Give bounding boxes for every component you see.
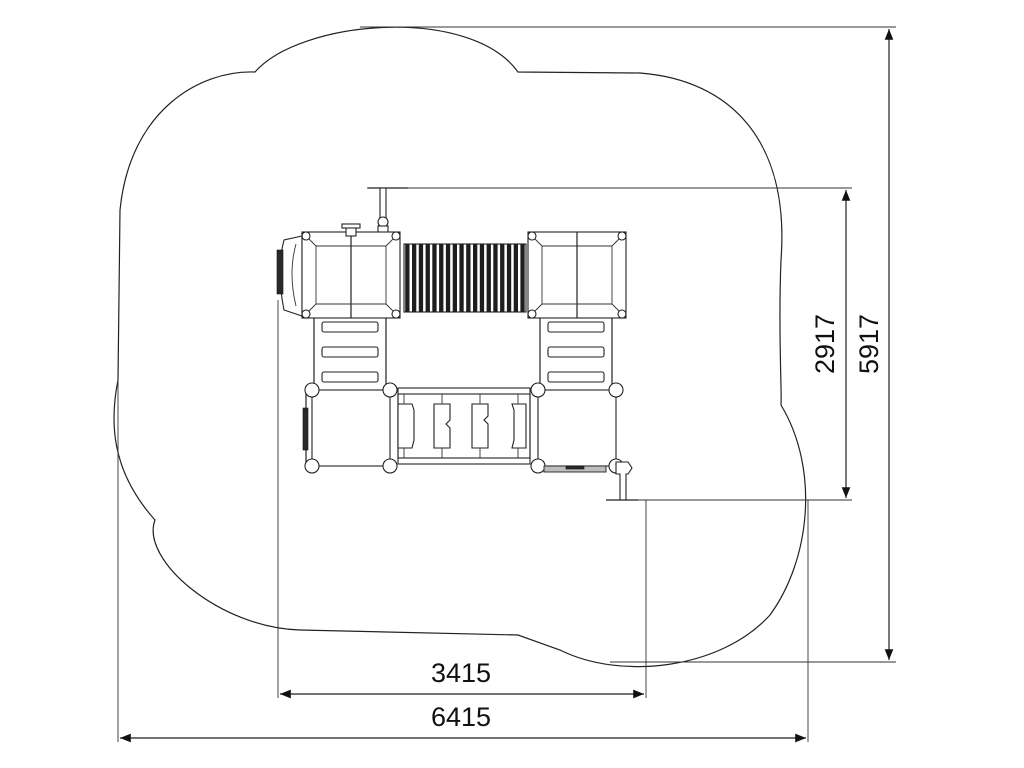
right-ladder [539, 318, 613, 384]
left-slide-hood [276, 235, 303, 317]
extension-lines [117, 26, 896, 742]
tunnel-ring [432, 244, 437, 312]
dimension-lines [120, 28, 894, 743]
tunnel-ring [412, 244, 417, 312]
tunnel-ring [506, 244, 512, 312]
tunnel-ring [520, 244, 525, 312]
tunnel-ring [493, 244, 498, 312]
tunnel-ring [500, 244, 505, 312]
tunnel-ring [418, 244, 424, 312]
tunnel-ring [405, 244, 410, 312]
tunnel-ring [473, 244, 478, 312]
tunnel-ring [439, 244, 444, 312]
left-roof [301, 223, 401, 319]
dimension-equipment-width: 3415 [431, 658, 491, 688]
safety-zone-outline [113, 26, 807, 668]
tunnel-ring [445, 244, 451, 312]
left-platform [302, 382, 398, 474]
play-equipment [276, 187, 638, 501]
tube-tunnel [403, 243, 527, 313]
tunnel-ring [479, 244, 485, 312]
top-pole [368, 187, 408, 235]
right-platform [530, 382, 624, 474]
right-roof [527, 231, 627, 319]
tunnel-ring [513, 244, 518, 312]
tunnel-ring [486, 244, 491, 312]
center-bridge [397, 387, 531, 465]
tunnel-ring [452, 244, 457, 312]
tunnel-ring [425, 244, 430, 312]
dimension-safety-width: 6415 [431, 702, 491, 732]
tunnel-ring [459, 244, 464, 312]
fireman-pole [606, 461, 638, 501]
dimension-equipment-depth: 2917 [810, 314, 840, 374]
left-ladder [313, 318, 387, 384]
tunnel-ring [466, 244, 471, 312]
dimension-safety-depth: 5917 [854, 314, 884, 374]
tunnel-outline [403, 243, 527, 313]
